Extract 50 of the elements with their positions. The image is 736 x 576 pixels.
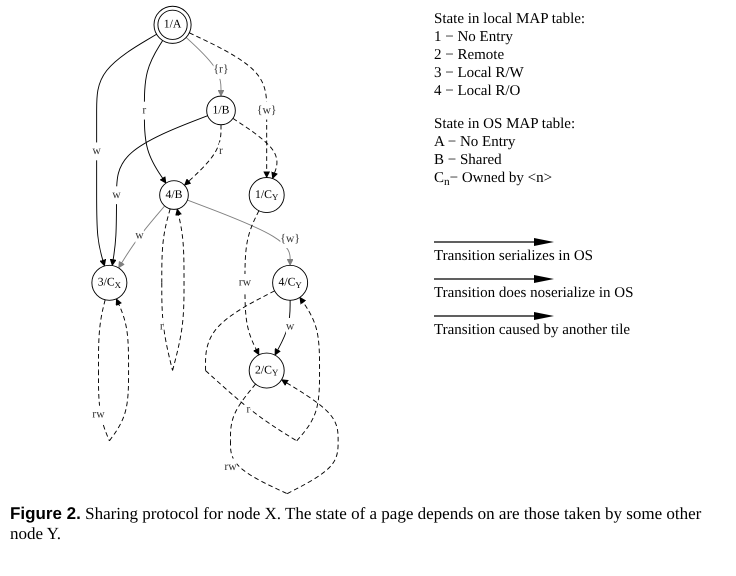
edge-label: w bbox=[92, 144, 101, 158]
arrow bbox=[110, 115, 208, 266]
arrow bbox=[205, 290, 320, 442]
edge-label: r bbox=[160, 320, 164, 333]
legend-note: 2 − Remote bbox=[434, 47, 506, 64]
arrow bbox=[274, 300, 291, 356]
figure-caption: Figure 2. Sharing protocol for node X. The state of a page depends on are those taken by some other node Y. bbox=[9, 503, 702, 545]
edge-label: w bbox=[135, 228, 144, 242]
legend-label: Transition serializes in OS bbox=[434, 248, 594, 265]
edge-label: w bbox=[286, 320, 294, 333]
legend-note: 1 − No Entry bbox=[434, 29, 514, 46]
edge-label: {w} bbox=[280, 232, 300, 245]
arrow bbox=[186, 36, 224, 96]
legend-note: A − No Entry bbox=[434, 134, 516, 151]
legend-label: Transition caused by another tile bbox=[434, 322, 632, 339]
arrow bbox=[118, 205, 166, 268]
edge-label: r bbox=[246, 402, 250, 416]
edge-label: rw bbox=[238, 276, 252, 289]
edge-label: rw bbox=[92, 408, 105, 420]
edge-label: r bbox=[142, 104, 146, 116]
legend-note: 4 − Local R/O bbox=[434, 83, 522, 100]
arrow bbox=[186, 200, 294, 266]
arrow bbox=[188, 32, 270, 178]
legend-note: B − Shared bbox=[434, 152, 503, 169]
arrow bbox=[244, 210, 260, 356]
edge-label: w bbox=[112, 188, 121, 202]
arrow bbox=[98, 298, 130, 442]
node-circle bbox=[159, 180, 189, 210]
edge-label: {r} bbox=[213, 63, 229, 76]
node-circle bbox=[154, 6, 192, 44]
arrow bbox=[232, 118, 278, 179]
arrow bbox=[96, 34, 158, 266]
arrow bbox=[184, 124, 222, 186]
legend-note: State in local MAP table: bbox=[434, 11, 586, 28]
state-diagram: w {r} r w r w rw r rw {w} {w} rw w r 1/A 1/B 4/B 1/C$_{Y}$ 3/C$_{X}$ 4/C$_{Y}$ 2/C$_{Y}$ bbox=[0, 0, 430, 500]
arrow bbox=[144, 40, 166, 184]
edge-label: r bbox=[219, 144, 223, 158]
edge-label: rw bbox=[224, 460, 237, 474]
arrow bbox=[161, 208, 184, 371]
legend-label: Transition does noserialize in OS bbox=[434, 285, 634, 302]
node-circle bbox=[248, 352, 285, 389]
node-circle bbox=[248, 177, 285, 213]
node-circle bbox=[272, 264, 308, 301]
arrow bbox=[230, 379, 339, 494]
node-circle bbox=[91, 264, 128, 301]
legend-note: State in OS MAP table: bbox=[434, 116, 576, 133]
node-circle bbox=[206, 96, 236, 126]
legend-note: C$_{n}$− Owned by <n> bbox=[434, 170, 554, 187]
legend-note: 3 − Local R/W bbox=[434, 65, 525, 82]
edge-label: {w} bbox=[256, 104, 277, 116]
